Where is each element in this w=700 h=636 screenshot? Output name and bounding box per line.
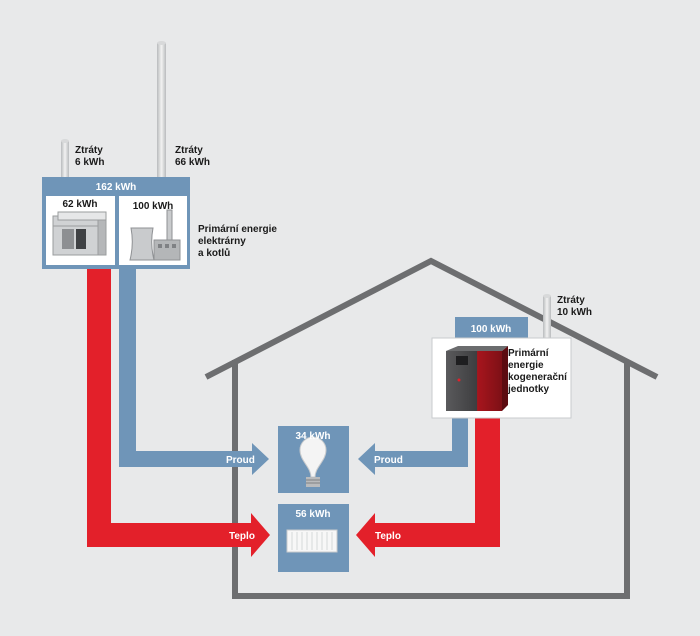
loss-boiler-label: Ztráty (75, 145, 103, 156)
heat-flow-right (356, 418, 500, 557)
chimney-chp-icon (543, 294, 551, 338)
radiator-value: 56 kWh (295, 509, 330, 520)
chimney-boiler-icon (61, 139, 69, 177)
loss-boiler-value: 6 kWh (75, 157, 104, 168)
loss-chp-label: Ztráty (557, 295, 585, 306)
chp-caption-line-4: jednotky (507, 384, 550, 395)
plant-caption-line-2: elektrárny (198, 236, 246, 247)
heat-flow-left (87, 266, 270, 557)
current-right-label: Proud (374, 455, 403, 466)
heat-right-label: Teplo (375, 531, 401, 542)
current-flow-right (358, 418, 468, 475)
power-plant-icon (129, 209, 181, 261)
chp-caption-line-1: Primární (508, 348, 550, 359)
current-flow-left (119, 266, 269, 475)
gas-boiler-icon (52, 211, 107, 256)
loss-chp-value: 10 kWh (557, 307, 592, 318)
plant-caption-line-3: a kotlů (198, 247, 230, 259)
heat-left-label: Teplo (229, 531, 255, 542)
loss-plant-label: Ztráty (175, 145, 203, 156)
current-left-label: Proud (226, 455, 255, 466)
chp-caption-line-3: kogenerační (508, 372, 568, 383)
chp-unit-icon (446, 346, 508, 411)
boiler-value: 62 kWh (62, 199, 97, 210)
chimney-plant-icon (157, 41, 166, 177)
chp-caption-line-2: energie (508, 360, 544, 371)
total-primary-energy: 162 kWh (96, 182, 137, 193)
light-bulb-icon (299, 436, 327, 487)
plant-value: 100 kWh (133, 201, 174, 212)
radiator-icon (286, 529, 338, 553)
house-outline (204, 257, 659, 599)
chp-value: 100 kWh (471, 324, 512, 335)
loss-plant-value: 66 kWh (175, 157, 210, 168)
plant-caption-line-1: Primární energie (198, 224, 277, 235)
bulb-value: 34 kWh (295, 431, 330, 442)
